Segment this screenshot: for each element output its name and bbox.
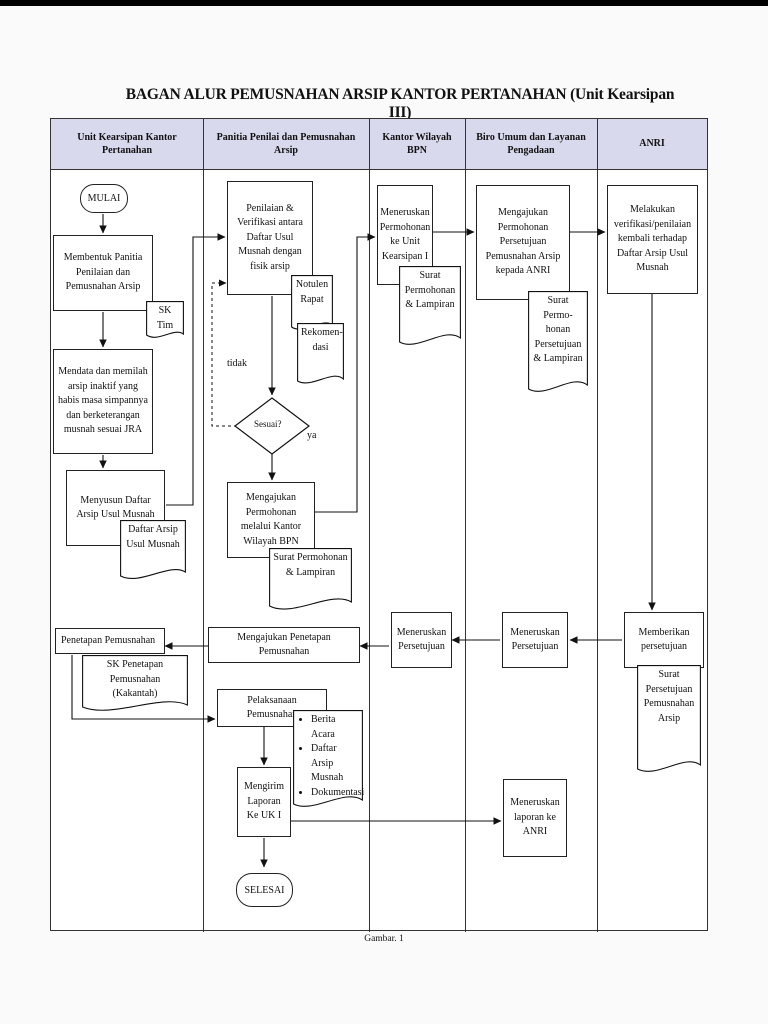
document-rekomendasi-label: Rekomen-dasi — [301, 327, 343, 353]
lane-header-anri: ANRI — [597, 119, 707, 170]
process-meneruskan-persetujuan-kanwil: Meneruskan Persetujuan — [391, 612, 452, 668]
process-mendata-arsip: Mendata dan memilah arsip inaktif yang h… — [53, 349, 153, 454]
process-meneruskan-laporan: Meneruskan laporan ke ANRI — [503, 779, 567, 857]
document-berita-acara: Berita Acara Daftar Arsip Musnah Dokumen… — [293, 710, 364, 810]
process-melakukan-verifikasi: Melakukan verifikasi/penilaian kembali t… — [607, 185, 698, 294]
process-memberikan-persetujuan: Memberikan persetujuan — [624, 612, 704, 668]
process-membentuk-panitia: Membentuk Panitia Penilaian dan Pemusnah… — [53, 235, 153, 311]
lane-header-biro-umum: Biro Umum dan Layanan Pengadaan — [465, 119, 597, 170]
decision-sesuai-label: Sesuai? — [254, 419, 282, 429]
document-daftar-arsip-label: Daftar Arsip Usul Musnah — [126, 524, 180, 550]
document-sk-penetapan: SK Penetapan Pemusnahan (Kakantah) — [82, 655, 188, 713]
document-surat-permohonan-panitia-label: Surat Permohonan & Lampiran — [273, 552, 348, 578]
decision-diamond — [234, 397, 310, 455]
berita-acara-item: Daftar Arsip Musnah — [311, 742, 359, 786]
scan-top-edge — [0, 0, 768, 6]
label-tidak: tidak — [227, 358, 247, 369]
document-daftar-arsip: Daftar Arsip Usul Musnah — [120, 520, 186, 582]
start-terminal: MULAI — [80, 184, 128, 213]
lane-divider — [369, 119, 370, 932]
document-surat-permohonan-persetujuan-label: Surat Permo-honan Persetujuan & Lampiran — [533, 295, 583, 364]
document-surat-permohonan-persetujuan: Surat Permo-honan Persetujuan & Lampiran — [528, 291, 588, 395]
lane-divider — [597, 119, 598, 932]
process-mengajukan-kanwil: Mengajukan Permohonan melalui Kantor Wil… — [227, 482, 315, 558]
document-sk-penetapan-label: SK Penetapan Pemusnahan (Kakantah) — [106, 659, 164, 699]
document-surat-permohonan-kanwil: Surat Permohonan & Lampiran — [399, 266, 461, 346]
document-rekomendasi: Rekomen-dasi — [297, 323, 344, 387]
document-surat-permohonan-panitia: Surat Permohonan & Lampiran — [269, 548, 352, 614]
process-mengirim-laporan: Mengirim Laporan Ke UK I — [237, 767, 291, 837]
document-sk-tim-label: SK Tim — [156, 305, 174, 331]
document-surat-permohonan-kanwil-label: Surat Permohonan & Lampiran — [404, 270, 456, 310]
lane-header-unit-kearsipan: Unit Kearsipan Kantor Pertanahan — [51, 119, 203, 170]
page-title: BAGAN ALUR PEMUSNAHAN ARSIP KANTOR PERTA… — [125, 86, 675, 121]
process-mengajukan-penetapan: Mengajukan Penetapan Pemusnahan — [208, 627, 360, 663]
end-terminal: SELESAI — [236, 873, 293, 907]
lane-divider — [465, 119, 466, 932]
lane-divider — [203, 119, 204, 932]
figure-caption: Gambar. 1 — [364, 934, 404, 944]
lane-header-panitia: Panitia Penilai dan Pemusnahan Arsip — [203, 119, 369, 170]
process-meneruskan-persetujuan-biro: Meneruskan Persetujuan — [502, 612, 568, 668]
lane-header-kanwil: Kantor Wilayah BPN — [369, 119, 465, 170]
berita-acara-list: Berita Acara Daftar Arsip Musnah Dokumen… — [297, 713, 364, 801]
label-ya: ya — [307, 430, 317, 441]
document-notulen-label: Notulen Rapat — [295, 279, 329, 305]
document-sk-tim: SK Tim — [146, 301, 184, 339]
berita-acara-item: Dokumentasi — [311, 786, 364, 801]
document-surat-persetujuan: Surat Persetujuan Pemusnahan Arsip — [637, 665, 701, 775]
berita-acara-item: Berita Acara — [311, 713, 359, 742]
document-surat-persetujuan-label: Surat Persetujuan Pemusnahan Arsip — [643, 669, 695, 724]
process-pelaksanaan: Pelaksanaan Pemusnahan — [217, 689, 327, 727]
process-penetapan-pemusnahan: Penetapan Pemusnahan — [55, 628, 165, 654]
process-mengajukan-anri: Mengajukan Permohonan Persetujuan Pemusn… — [476, 185, 570, 300]
